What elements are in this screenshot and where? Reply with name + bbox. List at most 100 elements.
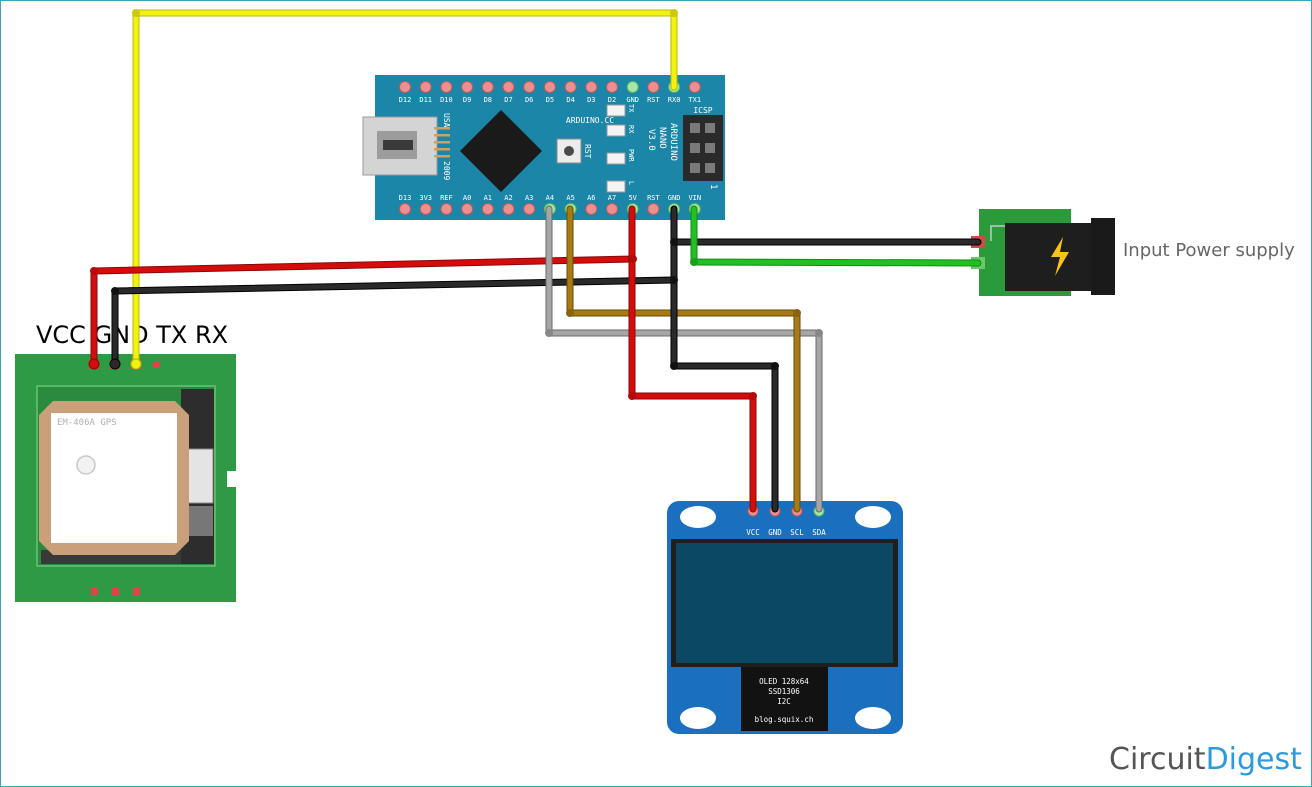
gps-pin-header-label: VCC GND TX RX [36,321,228,349]
led-rx-label: RX [627,125,635,134]
gps-antenna-patch [51,413,177,543]
gps-notch [227,471,236,487]
bottom-pin-label-13: GND [668,194,681,202]
wire-black-gnd-oled-core [671,206,778,512]
power-jack-barrel [1091,218,1115,295]
bottom-pin-label-9: A6 [587,194,595,202]
top-pin-label-2: D10 [440,96,453,104]
oled-pin-label-2: SCL [790,528,804,537]
gps-connector [185,448,214,504]
top-pin-label-4: D8 [484,96,492,104]
top-pin-label-14: TX1 [688,96,701,104]
brand-label: ARDUINO.CC [566,116,614,125]
top-pin-label-5: D7 [504,96,512,104]
oled-pin-label-3: SDA [812,528,826,537]
led-l-label: L [627,181,635,185]
top-pin-9 [585,81,598,93]
oled-mount-hole-bl [680,707,716,729]
bottom-pin-label-1: 3V3 [419,194,432,202]
led-pwr-label: PWR [627,149,635,162]
top-pin-10 [606,81,618,93]
led-pwr [606,152,626,165]
wire-yellow-tx-rx0-core [133,10,677,366]
bottom-pin-label-5: A2 [504,194,512,202]
bottom-pin-label-10: A7 [608,194,616,202]
oled-chip-label-area [741,667,828,731]
top-pin-label-10: D2 [608,96,616,104]
power-supply-label: Input Power supply [1123,240,1295,261]
power-jack [971,209,1115,296]
wire-black-gnd-oled [670,205,779,513]
oled-mount-hole-tl [680,506,716,528]
top-pin-label-12: RST [647,96,660,104]
oled-pin-label-1: GND [768,528,782,537]
icsp-label: ICSP [693,106,712,115]
oled-display: OLED 128x64 SSD1306 I2C blog.squix.ch VC… [667,501,903,734]
led-tx-label: TX [627,104,635,113]
top-pin-7 [543,81,556,93]
bottom-pin-label-0: D13 [399,194,412,202]
oled-url: blog.squix.ch [755,715,814,724]
bottom-pin-10 [606,203,618,215]
wire-brown-a5-scl [566,205,801,513]
usb-port-tongue [383,140,413,150]
led-l [606,180,626,193]
top-pin-label-1: D11 [419,96,432,104]
top-pin-label-7: D5 [546,96,554,104]
gps-antenna-feed [76,455,96,475]
top-pin-label-3: D9 [463,96,471,104]
top-pin-label-11: GND [626,96,639,104]
bottom-pin-label-6: A3 [525,194,533,202]
board-name-line-2: NANO [657,127,667,149]
bottom-pin-6 [523,203,536,215]
bottom-pin-label-2: REF [440,194,453,202]
led-rx [606,124,626,137]
top-pin-12 [647,81,660,93]
bottom-pin-9 [585,203,598,215]
gps-connector-2 [187,506,213,536]
bottom-pin-label-14: VIN [688,194,701,202]
circuit-digest-logo: CircuitDigest [1109,742,1302,777]
logo-part-digest: Digest [1206,742,1303,777]
gps-label: EM-406A GPS [57,418,117,428]
top-pin-4 [481,81,494,93]
bottom-pin-1 [419,203,432,215]
gps-wire-ends [88,358,142,370]
top-pin-0 [399,81,411,93]
top-pin-2 [440,81,453,93]
bottom-pin-label-4: A1 [484,194,492,202]
top-pin-14 [688,81,701,93]
icsp-pin-one-label: 1 [708,184,718,189]
icsp-header [683,115,723,181]
bottom-pin-label-11: 5V [628,194,637,202]
led-tx [606,104,626,117]
oled-pin-label-0: VCC [746,528,760,537]
top-pin-11 [626,81,639,93]
bottom-pin-2 [440,203,453,215]
oled-chip-line-3: I2C [777,697,791,706]
bottom-pin-label-12: RST [647,194,660,202]
bottom-pin-5 [502,203,515,215]
year-label: 2009 [442,161,451,180]
top-pin-5 [502,81,515,93]
usb-side-pins [434,127,450,158]
oled-mount-hole-br [855,707,891,729]
top-pin-8 [564,81,577,93]
top-pin-6 [523,81,536,93]
bottom-pin-3 [461,203,474,215]
oled-chip-line-2: SSD1306 [768,687,800,696]
wire-brown-a5-scl-core [567,206,800,512]
gps-bottom-pad-3 [133,588,140,595]
top-pin-label-6: D6 [525,96,533,104]
bottom-pin-4 [481,203,494,215]
top-pin-1 [419,81,432,93]
bottom-pin-label-3: A0 [463,194,471,202]
wires [90,9,982,513]
top-pin-3 [461,81,474,93]
bottom-pin-0 [399,203,411,215]
oled-chip-line-1: OLED 128x64 [759,677,809,686]
svg-text:CircuitDigest: CircuitDigest [1109,742,1302,777]
bottom-pin-label-7: A4 [546,194,554,202]
lightning-icon [1051,237,1069,276]
